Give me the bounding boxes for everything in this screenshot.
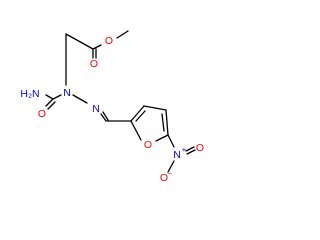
bond-furan-c2-c3-inner <box>135 110 146 122</box>
bond-furan-c4-c5 <box>165 109 169 136</box>
atom-imine-nitrogen: N <box>92 103 100 115</box>
bond-furan-o-c2 <box>130 120 142 141</box>
bond-nitro-o-top-1 <box>185 146 195 152</box>
atom-urea-oxygen: O <box>38 108 46 120</box>
bond-n-ch-1 <box>100 113 107 122</box>
bond-urea-co-2 <box>47 101 56 110</box>
bonds <box>45 30 196 173</box>
bond-furan-c3-c4 <box>143 105 167 111</box>
atom-amide-label: H₂N <box>20 88 39 100</box>
bond-carbonyl-ch2 <box>65 33 94 50</box>
bond-furan-c4-c5-inner <box>161 113 165 132</box>
bond-o-carbonyl <box>92 44 102 50</box>
bond-n-ureaC <box>52 94 62 100</box>
bond-urea-co-1 <box>45 98 54 107</box>
bond-c5-nitroN <box>167 134 175 148</box>
bond-n-n <box>72 94 88 104</box>
bond-ureaC-nh2 <box>45 94 54 100</box>
atom-furan-oxygen: O <box>144 139 152 151</box>
molecule-diagram: O O H₂N O N N O N + O O − <box>20 30 204 184</box>
atom-nitro-oxygen-top: O <box>196 142 204 154</box>
atom-nitro-minus: − <box>168 169 173 178</box>
bond-n-ch-2 <box>102 111 109 121</box>
structure-svg: O O H₂N O N N O N + O O − <box>20 30 204 184</box>
bond-furan-c5-o <box>155 134 169 142</box>
atom-carbonyl-oxygen: O <box>90 58 98 70</box>
bond-furan-c2-c3 <box>130 105 145 122</box>
bond-methyl-o <box>116 30 129 39</box>
atom-labels: O O H₂N O N N O N + O O − <box>20 35 204 184</box>
atom-nitro-plus: + <box>182 145 187 154</box>
atom-hydrazine-nitrogen: N <box>63 87 71 99</box>
bond-nitro-o-bottom <box>167 160 175 173</box>
atom-nitro-nitrogen: N <box>173 149 181 161</box>
bond-nitro-o-top-2 <box>186 149 196 155</box>
atom-nitro-oxygen-bottom: O <box>160 172 168 184</box>
atom-ester-oxygen: O <box>105 35 113 47</box>
